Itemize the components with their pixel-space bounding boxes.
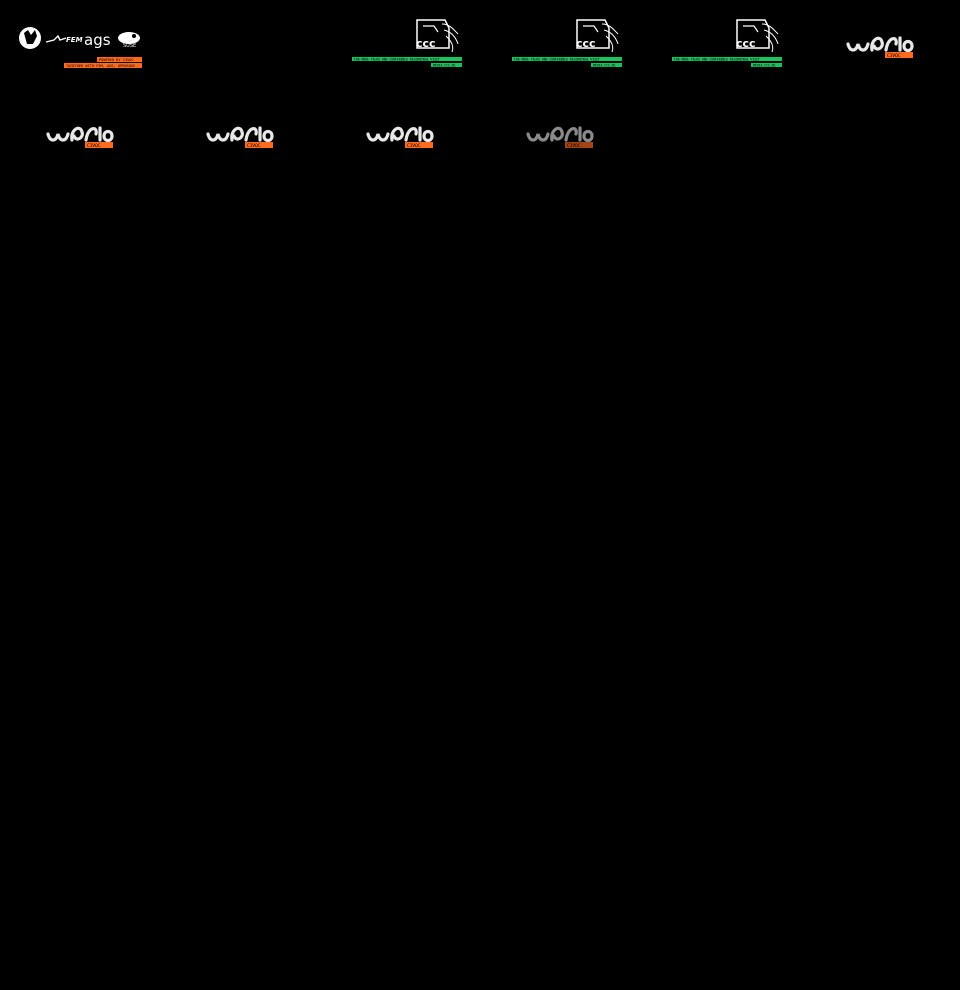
event-squiggle-logo — [366, 126, 434, 143]
ccc-url-text: MEDIA.CCC.DE — [593, 63, 615, 67]
ccc-logo-tile: ccc FOR MORE TALKS AND CONFERENCE RECORD… — [480, 0, 640, 90]
ccc-url-text: MEDIA.CCC.DE — [433, 63, 455, 67]
ccc-url-bar — [591, 63, 622, 67]
ccc-url-text: MEDIA.CCC.DE — [753, 63, 775, 67]
event-badge-text: C3VOC — [407, 143, 421, 149]
event-squiggle-logo — [46, 126, 114, 143]
fem-logo: FEM — [45, 34, 83, 44]
event-badge-text: C3VOC — [887, 53, 901, 59]
event-badge — [245, 142, 273, 148]
ccc-logo-tile: ccc FOR MORE TALKS AND CONFERENCE RECORD… — [320, 0, 480, 90]
ccc-chaos-knot-icon — [416, 19, 459, 53]
ccc-chaos-knot-icon — [736, 19, 779, 53]
event-badge-text: C3VOC — [567, 143, 581, 149]
event-squiggle-logo — [526, 126, 594, 143]
ccc-tagline-bar — [512, 57, 622, 61]
ccc-tagline-bar — [352, 57, 462, 61]
ccc-logo-text: ccc — [576, 37, 596, 50]
event-badge-text: C3VOC — [247, 143, 261, 149]
ccc-url-bar — [431, 63, 462, 67]
ccc-tagline-bar — [672, 57, 782, 61]
together-with-text: TOGETHER WITH FEM, AGS, OPENSUSE — [66, 64, 135, 68]
ccc-tagline-text: FOR MORE TALKS AND CONFERENCE RECORDINGS… — [514, 57, 600, 61]
powered-by-bar — [97, 57, 142, 62]
svg-text:FEM: FEM — [66, 36, 83, 44]
event-badge — [885, 52, 913, 58]
ccc-chaos-knot-icon — [576, 19, 619, 53]
event-logo-tile: C3VOC — [0, 90, 160, 180]
suse-logo: SUSE — [118, 32, 140, 49]
event-badge — [85, 142, 113, 148]
event-logo-tile: C3VOC — [800, 0, 960, 90]
ccc-tagline-text: FOR MORE TALKS AND CONFERENCE RECORDINGS… — [674, 57, 760, 61]
event-badge — [405, 142, 433, 148]
event-badge-text: C3VOC — [87, 143, 101, 149]
event-logo-tile: C3VOC — [160, 90, 320, 180]
event-logo-tile: C3VOC — [320, 90, 480, 180]
event-logo-tile-faded: C3VOC — [480, 90, 640, 180]
event-badge — [565, 142, 593, 148]
powered-by-text: POWERED BY C3VOC — [99, 58, 134, 62]
ccc-logo-text: ccc — [736, 37, 756, 50]
event-squiggle-logo — [846, 36, 914, 53]
ccc-logo-tile: ccc FOR MORE TALKS AND CONFERENCE RECORD… — [640, 0, 800, 90]
ccc-url-bar — [751, 63, 782, 67]
together-with-bar — [64, 63, 142, 68]
event-squiggle-logo — [206, 126, 274, 143]
ccc-logo-text: ccc — [416, 37, 436, 50]
mascot-icon — [19, 27, 41, 49]
sponsor-logo-tile: FEM ags SUSE POWERED BY C3VOC TOGETHER W… — [0, 0, 160, 90]
svg-text:SUSE: SUSE — [123, 43, 136, 49]
sponsor-logo-graphic: FEM ags SUSE POWERED BY C3VOC TOGETHER W… — [19, 27, 142, 68]
ccc-tagline-text: FOR MORE TALKS AND CONFERENCE RECORDINGS… — [354, 57, 440, 61]
ags-logo: ags — [84, 31, 111, 49]
